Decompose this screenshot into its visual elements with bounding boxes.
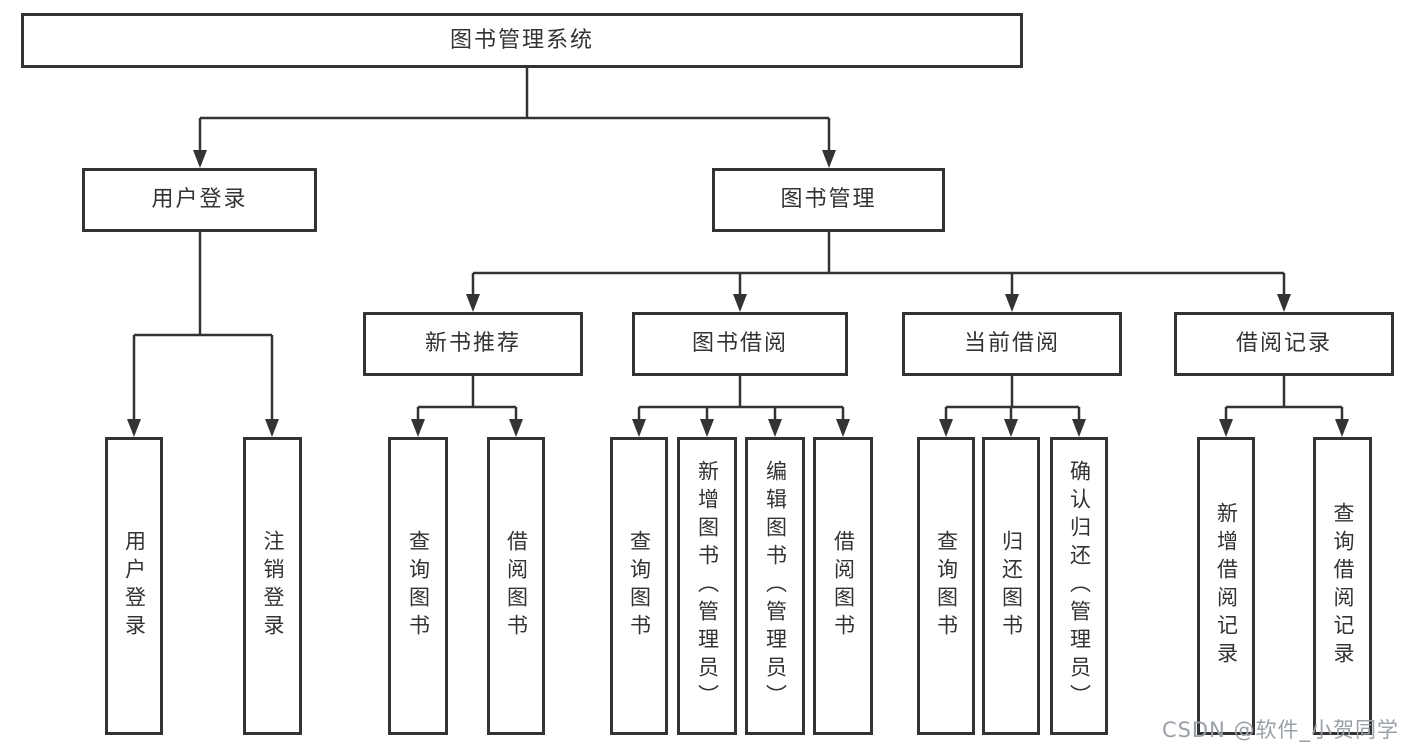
leaf-label: 新增图书（管理员） [695, 460, 720, 712]
node-label: 借阅记录 [1235, 331, 1332, 356]
leaf-confirm-return-admin: 确认归还（管理员） [1050, 437, 1108, 735]
leaf-label: 查询图书 [934, 530, 959, 642]
node-current-borrow: 当前借阅 [902, 312, 1122, 376]
leaf-user-login: 用户登录 [105, 437, 163, 735]
leaf-label: 借阅图书 [504, 530, 529, 642]
leaf-borrow-book-recommend: 借阅图书 [487, 437, 545, 735]
leaf-label: 查询借阅记录 [1331, 502, 1355, 670]
leaf-label: 用户登录 [122, 530, 147, 642]
node-label: 当前借阅 [963, 331, 1060, 356]
leaf-label: 确认归还（管理员） [1067, 460, 1092, 712]
node-new-book-recommend: 新书推荐 [363, 312, 583, 376]
leaf-return-book: 归还图书 [982, 437, 1040, 735]
leaf-label: 归还图书 [999, 530, 1024, 642]
node-label: 图书借阅 [691, 331, 788, 356]
leaf-borrow-book: 借阅图书 [813, 437, 873, 735]
leaf-logout: 注销登录 [243, 437, 302, 735]
node-root-library-system: 图书管理系统 [21, 13, 1023, 68]
leaf-label: 查询图书 [406, 530, 431, 642]
leaf-query-book-borrow: 查询图书 [610, 437, 668, 735]
leaf-query-book-recommend: 查询图书 [388, 437, 448, 735]
leaf-query-borrow-record: 查询借阅记录 [1313, 437, 1372, 735]
leaf-label: 查询图书 [627, 530, 652, 642]
node-book-borrow: 图书借阅 [632, 312, 848, 376]
leaf-label: 借阅图书 [831, 530, 856, 642]
node-book-management: 图书管理 [712, 168, 945, 232]
node-label: 新书推荐 [424, 331, 521, 356]
leaf-label: 新增借阅记录 [1214, 502, 1239, 670]
leaf-add-book-admin: 新增图书（管理员） [677, 437, 737, 735]
node-label: 图书管理系统 [449, 27, 594, 53]
leaf-edit-book-admin: 编辑图书（管理员） [745, 437, 805, 735]
node-borrow-records: 借阅记录 [1174, 312, 1394, 376]
node-label: 用户登录 [151, 187, 248, 212]
csdn-watermark: CSDN @软件_小贺同学 [1161, 718, 1399, 742]
leaf-label: 注销登录 [261, 530, 285, 642]
leaf-add-borrow-record: 新增借阅记录 [1197, 437, 1255, 735]
node-user-login: 用户登录 [82, 168, 317, 232]
leaf-label: 编辑图书（管理员） [763, 460, 788, 712]
node-label: 图书管理 [780, 187, 877, 212]
leaf-query-book-current: 查询图书 [917, 437, 975, 735]
